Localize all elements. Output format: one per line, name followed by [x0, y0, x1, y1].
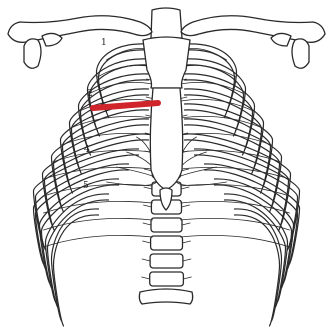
right-acromion — [292, 39, 309, 68]
right-rib — [235, 215, 280, 326]
rib-label-2: 2 — [87, 89, 93, 99]
left-acromion — [24, 39, 41, 68]
right-posterior-rib — [181, 218, 290, 230]
right-rib — [185, 134, 291, 226]
right-clavicle — [181, 16, 325, 43]
rib-label-4: 4 — [84, 145, 90, 155]
vertebra — [150, 254, 183, 268]
right-posterior-rib — [181, 133, 272, 145]
left-posterior-rib — [44, 218, 153, 230]
left-coracoid — [42, 33, 62, 46]
left-clavicle — [8, 16, 152, 43]
left-rib — [43, 134, 149, 226]
left-posterior-rib — [62, 133, 153, 145]
right-coracoid — [271, 33, 291, 46]
vertebra — [151, 218, 182, 232]
cervical-vertebrae — [151, 8, 182, 38]
right-rib — [185, 44, 237, 112]
manubrium — [143, 37, 190, 88]
lumbar-vertebra — [139, 289, 192, 304]
vertebra — [151, 236, 183, 250]
rib-label-5: 5 — [83, 181, 89, 191]
left-rib — [54, 215, 99, 326]
vertebra — [150, 272, 184, 286]
rib-label-1: 1 — [101, 38, 107, 48]
